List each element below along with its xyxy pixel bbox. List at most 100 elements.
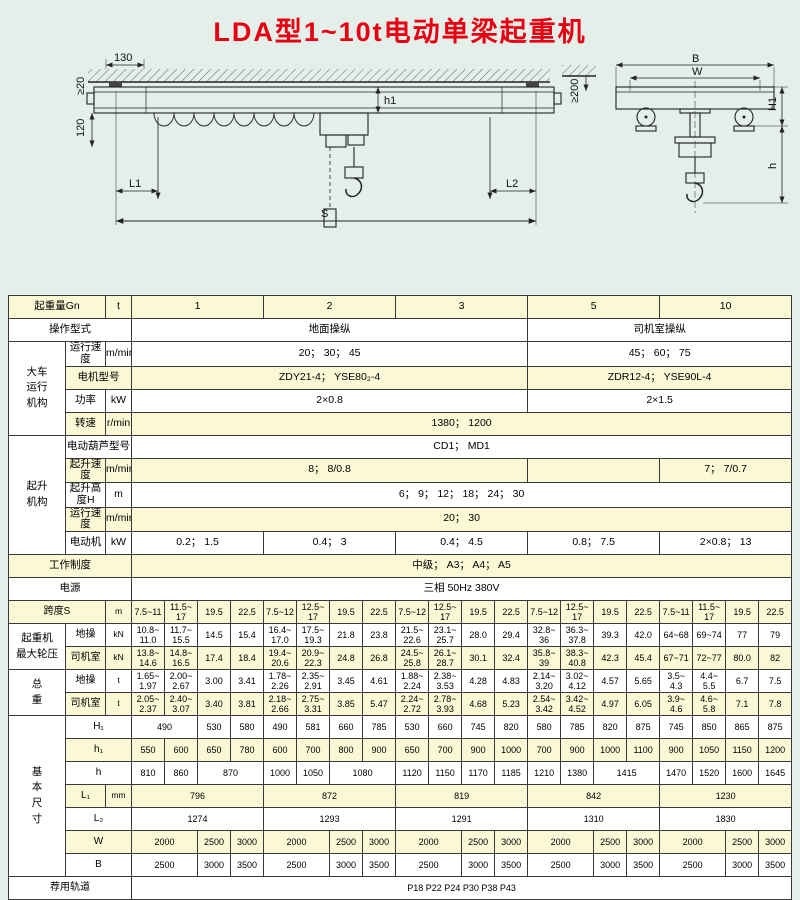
value-cell: 2×0.8 (131, 388, 529, 413)
hook-block (344, 166, 364, 179)
value-cell: 490 (263, 715, 298, 739)
unit-label: r/min (105, 411, 133, 436)
value-cell: 3.9~ 4.6 (659, 692, 694, 716)
value-cell: 3.5~ 4.3 (659, 669, 694, 693)
value-cell: 19.5 (461, 600, 496, 624)
value-cell: 地面操纵 (131, 318, 529, 342)
value-cell: 19.5 (725, 600, 760, 624)
dim-B: B (692, 53, 699, 65)
value-cell: 21.5~ 22.6 (395, 623, 430, 647)
dim-130: 130 (114, 52, 132, 64)
value-cell: 12.5~ 17 (296, 600, 331, 624)
value-cell: 1080 (329, 761, 397, 785)
festoon-cable (153, 112, 315, 127)
dim-120: 120 (75, 119, 87, 137)
value-cell: 2.38~ 3.53 (428, 669, 463, 693)
dim-ge200: ≥200 (569, 79, 581, 103)
value-cell: 5 (527, 295, 661, 319)
value-cell: 850 (692, 715, 727, 739)
value-cell: 819 (395, 784, 529, 808)
value-cell: 1230 (659, 784, 793, 808)
value-cell: 1120 (395, 761, 430, 785)
row-label: B (64, 853, 133, 877)
value-cell: 22.5 (362, 600, 397, 624)
value-cell: 490 (131, 715, 199, 739)
side-view (562, 62, 788, 213)
value-cell: 三相 50Hz 380V (131, 577, 793, 601)
dim-L2: L2 (506, 178, 518, 190)
value-cell: 司机室操纵 (527, 318, 793, 342)
row-label: 工作制度 (7, 554, 133, 578)
value-cell: 11.7~ 15.5 (164, 623, 199, 647)
unit-label: kW (105, 531, 133, 555)
value-cell: 7.5~11 (659, 600, 694, 624)
group-label: 总 重 (8, 669, 66, 716)
value-cell: 1293 (263, 807, 397, 831)
value-cell: 875 (758, 715, 793, 739)
value-cell: 7； 7/0.7 (659, 457, 793, 483)
value-cell: 700 (296, 738, 331, 762)
unit-label: kW (105, 388, 133, 413)
value-cell: 3000 (626, 830, 661, 854)
value-cell: 32.4 (494, 646, 529, 670)
unit-label: t (105, 692, 133, 716)
value-cell: 7.5~12 (395, 600, 430, 624)
row-label: 电动机 (64, 531, 107, 555)
value-cell: 2×1.5 (527, 388, 793, 413)
value-cell: 1050 (692, 738, 727, 762)
value-cell: 3000 (362, 830, 397, 854)
value-cell: 3 (395, 295, 529, 319)
value-cell: 72~77 (692, 646, 727, 670)
value-cell: 2500 (263, 853, 331, 877)
value-cell: 700 (527, 738, 562, 762)
value-cell: 5.47 (362, 692, 397, 716)
value-cell: 7.1 (725, 692, 760, 716)
value-cell: 2500 (659, 853, 727, 877)
group-label: 起升 机构 (8, 434, 66, 555)
value-cell: 1470 (659, 761, 694, 785)
value-cell: 22.5 (230, 600, 265, 624)
value-cell: 660 (428, 715, 463, 739)
value-cell: 4.28 (461, 669, 496, 693)
value-cell: 2.40~ 3.07 (164, 692, 199, 716)
value-cell: 842 (527, 784, 661, 808)
value-cell: P18 P22 P24 P30 P38 P43 (131, 876, 793, 900)
value-cell: 15.4 (230, 623, 265, 647)
value-cell: 650 (395, 738, 430, 762)
value-cell: 77 (725, 623, 760, 647)
pendant-station (323, 208, 337, 228)
value-cell: 2.14~ 3.20 (527, 669, 562, 693)
dim-W: W (692, 66, 703, 78)
value-cell: 1645 (758, 761, 793, 785)
value-cell: 600 (263, 738, 298, 762)
value-cell: 745 (461, 715, 496, 739)
value-cell: 900 (461, 738, 496, 762)
value-cell: 26.8 (362, 646, 397, 670)
value-cell: 600 (164, 738, 199, 762)
value-cell: 24.5~ 25.8 (395, 646, 430, 670)
unit-label: m (105, 482, 133, 508)
value-cell: 2500 (131, 853, 199, 877)
row-label: 电源 (7, 577, 133, 601)
value-cell: 22.5 (758, 600, 793, 624)
value-cell: 900 (560, 738, 595, 762)
value-cell: 45； 60； 75 (527, 341, 793, 367)
value-cell: 14.8~ 16.5 (164, 646, 199, 670)
row-label: h (64, 761, 133, 785)
dim-H1: H1 (767, 97, 779, 111)
unit-label: m/min (105, 506, 133, 532)
value-cell: 2.78~ 3.93 (428, 692, 463, 716)
value-cell: 35.8~ 39 (527, 646, 562, 670)
value-cell: 20； 30； 45 (131, 341, 529, 367)
value-cell: 3500 (230, 853, 265, 877)
row-label: 电动葫芦型号 (64, 434, 133, 459)
value-cell: 3.42~ 4.52 (560, 692, 595, 716)
value-cell: 10 (659, 295, 793, 319)
unit-label: t (105, 669, 133, 693)
value-cell: 3000 (461, 853, 496, 877)
value-cell: 900 (362, 738, 397, 762)
value-cell: 3.85 (329, 692, 364, 716)
value-cell: 24.8 (329, 646, 364, 670)
